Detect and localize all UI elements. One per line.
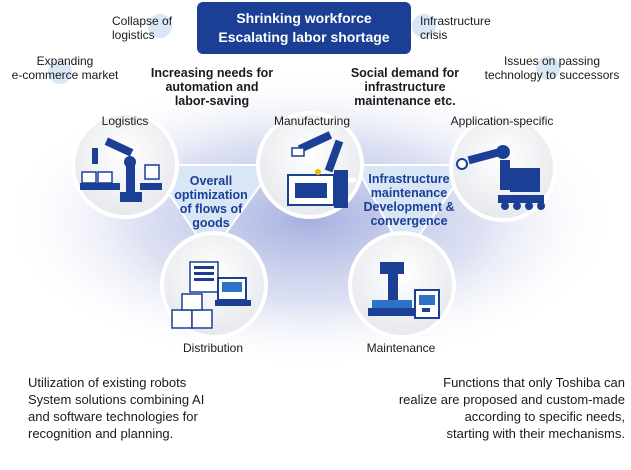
needs-line: maintenance etc. [354, 94, 456, 108]
bottom-line: starting with their mechanisms. [446, 426, 625, 441]
factor-line: Expanding [36, 54, 94, 68]
needs-line: Increasing needs for [150, 66, 274, 80]
center-line: Development & [363, 200, 455, 214]
right-panel [353, 164, 472, 257]
factor-infrastructure-crisis: Infrastructure crisis [420, 14, 491, 42]
bottom-line: Functions that only Toshiba can [443, 375, 625, 390]
factor-line: Collapse of [112, 14, 173, 28]
factor-line: Issues on passing [503, 54, 601, 68]
factor-dot [148, 14, 172, 38]
center-line: maintenance [370, 186, 448, 200]
bottom-line: System solutions combining AI [28, 392, 205, 407]
factor-dot [412, 14, 436, 38]
node-logistics-label: Logistics [101, 114, 149, 128]
center-line: Infrastructure [368, 172, 450, 186]
center-label-right: Infrastructure maintenance Development &… [352, 172, 466, 228]
needs-line: infrastructure [364, 80, 446, 94]
node-maintenance-label: Maintenance [366, 341, 436, 355]
needs-right: Social demand for infrastructure mainten… [338, 66, 472, 108]
node-distribution-label: Distribution [182, 341, 244, 355]
bottom-line: recognition and planning. [28, 426, 174, 441]
header-title-box: Shrinking workforce Escalating labor sho… [197, 2, 411, 54]
node-manufacturing-label: Manufacturing [273, 114, 351, 128]
manufacturing-robot-icon [287, 131, 356, 208]
maintenance-robot-icon [368, 262, 440, 319]
factor-collapse-of-logistics: Collapse of logistics [112, 14, 172, 42]
factor-line: e-commerce market [11, 68, 119, 82]
header-line-1: Shrinking workforce [236, 10, 372, 26]
bottom-line: realize are proposed and custom-made [398, 392, 625, 407]
header-line-2: Escalating labor shortage [218, 29, 390, 45]
factor-line: Infrastructure [420, 14, 491, 28]
factor-line: crisis [420, 28, 448, 42]
bottom-line: and software technologies for [28, 409, 198, 424]
maintenance-circle [348, 231, 456, 339]
needs-line: automation and [165, 80, 259, 94]
node-application-specific-label: Application-specific [450, 114, 554, 128]
factor-issues-passing-technology: Issues on passing technology to successo… [474, 54, 630, 82]
center-label-left: Overall optimization of flows of goods [168, 174, 254, 230]
factor-line: logistics [112, 28, 155, 42]
logistics-robot-icon [80, 137, 162, 202]
application-robot-icon [456, 145, 545, 210]
center-line: convergence [370, 214, 448, 228]
factor-dot [536, 56, 560, 80]
left-panel [148, 164, 277, 257]
distribution-robot-icon [171, 261, 251, 329]
bottom-line: according to specific needs, [464, 409, 625, 424]
bottom-right-text: Functions that only Toshiba can realize … [399, 374, 625, 442]
needs-left: Increasing needs for automation and labo… [140, 66, 284, 108]
factor-expanding-ecommerce: Expanding e-commerce market [0, 54, 130, 82]
bottom-left-text: Utilization of existing robots System so… [28, 374, 204, 442]
needs-line: labor-saving [174, 94, 250, 108]
factor-line: technology to successors [484, 68, 620, 82]
center-line: optimization [174, 188, 248, 202]
center-line: of flows of [179, 202, 243, 216]
center-line: Overall [189, 174, 233, 188]
needs-line: Social demand for [350, 66, 460, 80]
bottom-line: Utilization of existing robots [28, 375, 187, 390]
factor-dot [48, 60, 72, 84]
center-line: goods [192, 216, 230, 230]
